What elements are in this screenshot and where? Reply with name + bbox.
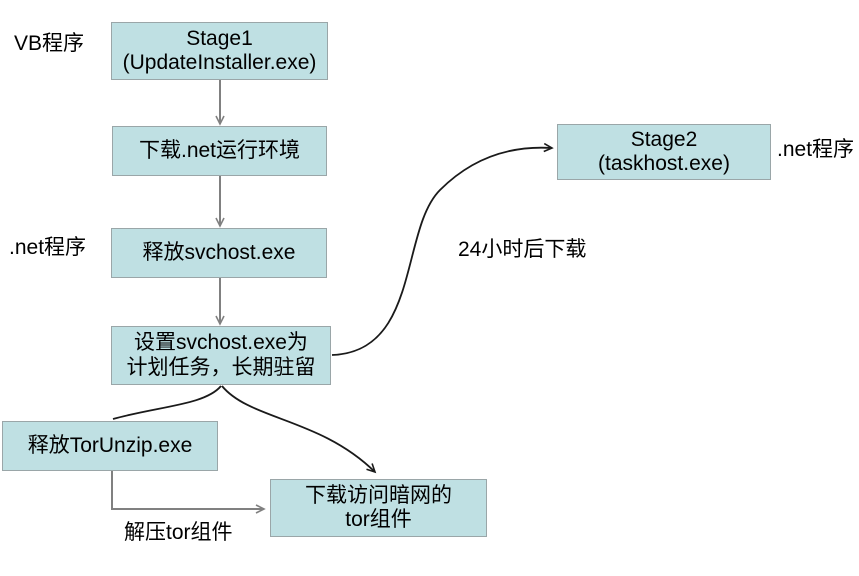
edge-label-download-after-24h: 24小时后下载 bbox=[458, 238, 587, 261]
node-drop-torunzip[interactable]: 释放TorUnzip.exe bbox=[2, 421, 218, 471]
node-schedule-persistence[interactable]: 设置svchost.exe为 计划任务，长期驻留 bbox=[111, 326, 331, 385]
edge-schedule-to-torunzip bbox=[112, 385, 222, 420]
side-label-dotnet-program-right: .net程序 bbox=[777, 138, 855, 161]
node-stage1[interactable]: Stage1 (UpdateInstaller.exe) bbox=[111, 22, 328, 80]
edge-schedule-to-torcomp bbox=[221, 385, 377, 474]
node-download-tor-component[interactable]: 下载访问暗网的 tor组件 bbox=[270, 479, 487, 537]
node-download-dotnet-runtime[interactable]: 下载.net运行环境 bbox=[112, 126, 327, 176]
node-stage2[interactable]: Stage2 (taskhost.exe) bbox=[557, 124, 771, 180]
edge-label-unzip-tor-component: 解压tor组件 bbox=[124, 521, 233, 544]
edge-torunzip-to-torcomp bbox=[111, 471, 266, 514]
side-label-dotnet-program-left: .net程序 bbox=[9, 236, 87, 259]
node-drop-svchost[interactable]: 释放svchost.exe bbox=[111, 228, 327, 278]
side-label-vb-program: VB程序 bbox=[14, 32, 85, 55]
